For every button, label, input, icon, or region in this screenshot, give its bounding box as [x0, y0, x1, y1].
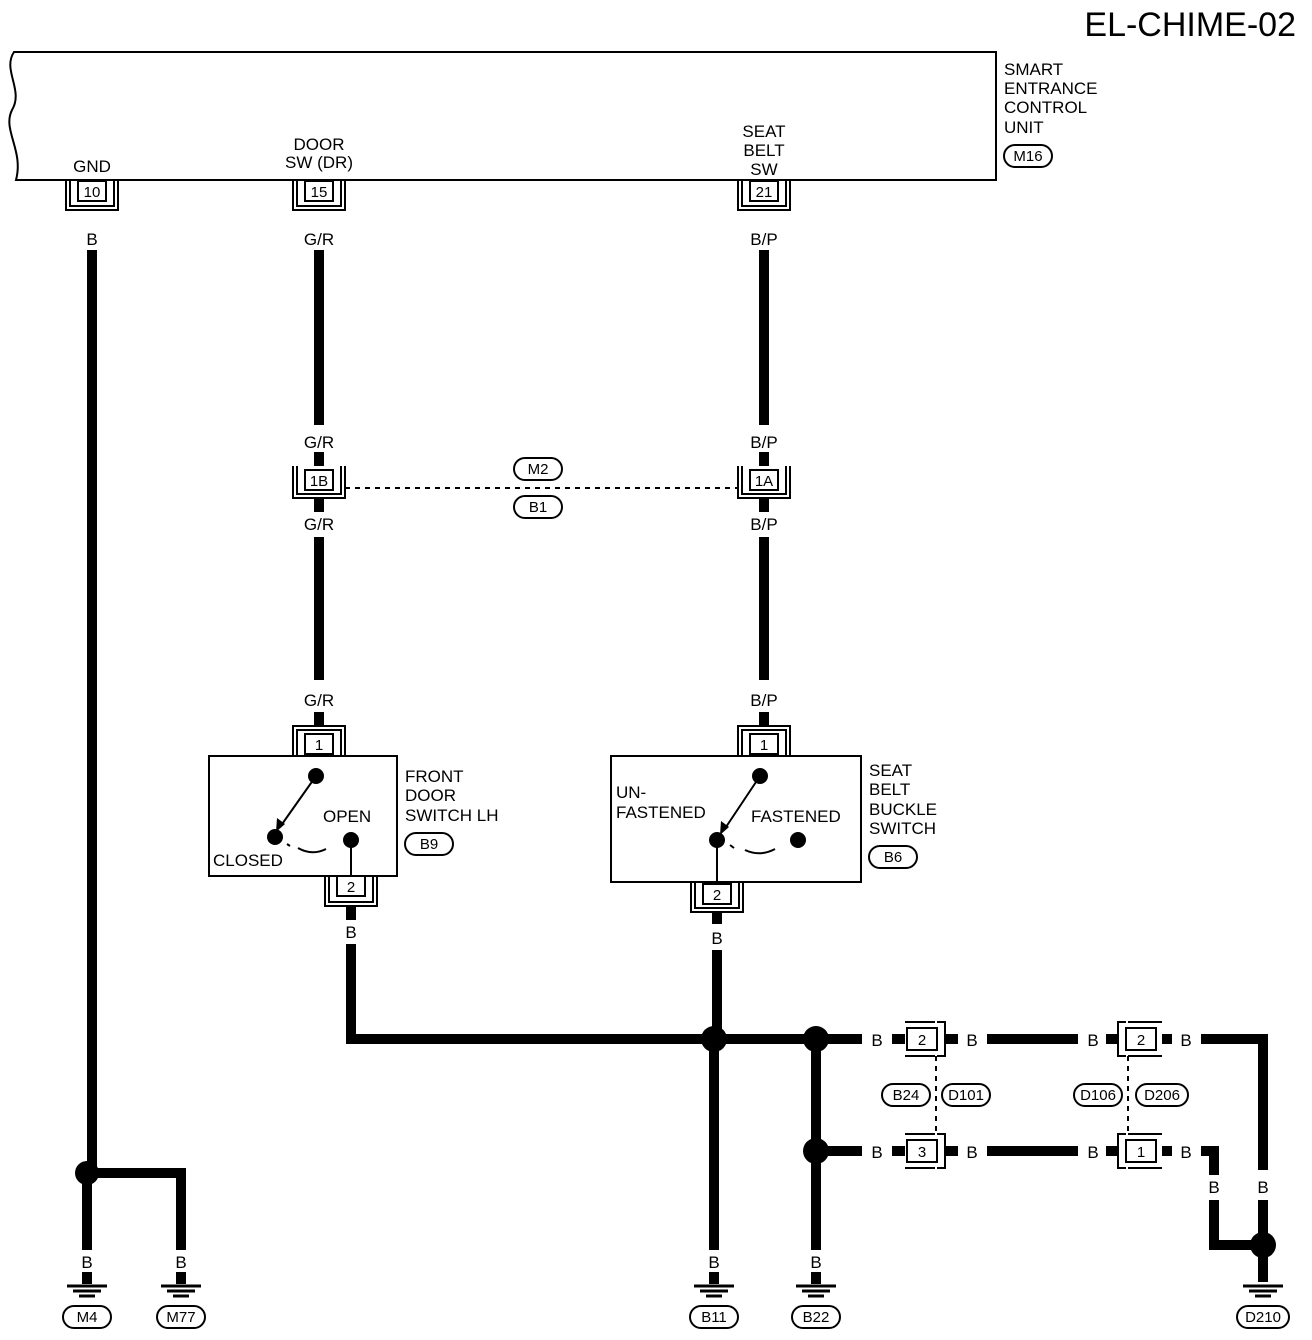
- inline-code-d206: D206: [1144, 1087, 1180, 1104]
- wire-upper-right: [1201, 1034, 1268, 1170]
- inline-connector-lower-right: 1: [1117, 1133, 1162, 1169]
- ground-d210: D210: [1236, 1284, 1290, 1329]
- ground-code-m4: M4: [77, 1309, 98, 1326]
- wire-color-lower-5: B: [1208, 1178, 1219, 1197]
- seat-switch-name-4: SWITCH: [869, 819, 936, 838]
- wire-color-lower-1: B: [871, 1143, 882, 1162]
- door-switch-name-3: SWITCH LH: [405, 806, 499, 825]
- seat-switch-state-un: UN-: [616, 783, 646, 802]
- wire-color-b22: B: [810, 1253, 821, 1272]
- ground-m4: M4: [62, 1272, 112, 1329]
- unit-name-line-1: SMART: [1004, 60, 1063, 79]
- seat-switch-connector: B6: [884, 849, 902, 866]
- ground-code-b11: B11: [701, 1309, 727, 1326]
- ground-code-m77: M77: [166, 1309, 195, 1326]
- wire-color-lower-3: B: [1087, 1143, 1098, 1162]
- inline-code-d106: D106: [1080, 1087, 1116, 1104]
- pin-10: 10: [84, 184, 101, 201]
- inline-connector-lower-left: 3: [905, 1133, 946, 1169]
- pin-1b: 1B: [310, 473, 328, 490]
- inline-code-d101: D101: [948, 1087, 984, 1104]
- wire-color-upper-1: B: [871, 1031, 882, 1050]
- seat-switch-pin-2: 2: [713, 887, 721, 904]
- wire-color-upper-3: B: [1087, 1031, 1098, 1050]
- door-switch-name-1: FRONT: [405, 767, 464, 786]
- inline-code-b24: B24: [893, 1087, 920, 1104]
- terminal-21: 21: [737, 180, 791, 211]
- terminal-seat-label-3: SW: [750, 160, 777, 179]
- wire-color-door-3: G/R: [304, 515, 334, 534]
- inline-pin-upper-right: 2: [1137, 1032, 1145, 1049]
- wire-lower-down: [1209, 1200, 1263, 1250]
- door-switch-state-closed: CLOSED: [213, 851, 283, 870]
- wire-color-upper-5: B: [1257, 1178, 1268, 1197]
- terminal-seat-label-2: BELT: [743, 141, 784, 160]
- terminal-door-label-2: SW (DR): [285, 153, 353, 172]
- seat-switch-state-unfastened: FASTENED: [616, 803, 706, 822]
- wire-color-seat-out: B: [711, 929, 722, 948]
- unit-connector-code: M16: [1013, 148, 1042, 165]
- inline-pin-upper-left: 2: [918, 1032, 926, 1049]
- wire-door-out: [346, 944, 714, 1044]
- wire-color-m4: B: [81, 1253, 92, 1272]
- control-unit: SMART ENTRANCE CONTROL UNIT M16: [8, 51, 1098, 181]
- terminal-gnd-label: GND: [73, 157, 111, 176]
- wire-color-door-2: G/R: [304, 433, 334, 452]
- unit-name-line-2: ENTRANCE: [1004, 79, 1098, 98]
- joint-connector-1b: 1B: [292, 466, 346, 499]
- front-door-switch: 1 CLOSED OPEN FRONT DOOR SWITCH LH B9 2: [208, 725, 499, 907]
- pin-15: 15: [311, 184, 328, 201]
- wire-color-upper-2: B: [966, 1031, 977, 1050]
- wire-color-door-1: G/R: [304, 230, 334, 249]
- pin-21: 21: [756, 184, 773, 201]
- door-switch-pin-1: 1: [315, 737, 323, 754]
- terminal-seat-label-1: SEAT: [742, 122, 785, 141]
- ground-b11: B11: [689, 1272, 739, 1329]
- seat-switch-name-2: BELT: [869, 780, 910, 799]
- wire-color-seat-2: B/P: [750, 433, 777, 452]
- terminal-10: 10: [65, 180, 119, 211]
- wire-color-gnd-top: B: [86, 230, 97, 249]
- door-switch-connector: B9: [420, 836, 438, 853]
- wire-color-seat-3: B/P: [750, 515, 777, 534]
- wire-gnd-to-m77: [92, 1168, 186, 1250]
- joint-code-lower: B1: [529, 499, 547, 516]
- inline-connector-upper-right: 2: [1117, 1021, 1162, 1057]
- ground-m77: M77: [156, 1272, 206, 1329]
- wire-color-lower-4: B: [1180, 1143, 1191, 1162]
- wire-color-b11: B: [708, 1253, 719, 1272]
- seat-switch-pin-1: 1: [760, 737, 768, 754]
- ground-b22: B22: [791, 1272, 841, 1329]
- wire-color-door-out: B: [345, 923, 356, 942]
- wire-color-upper-4: B: [1180, 1031, 1191, 1050]
- joint-connector-1a: 1A: [737, 466, 791, 499]
- seat-belt-buckle-switch: 1 UN- FASTENED FASTENED SEAT BELT BUCKLE…: [610, 725, 937, 913]
- door-switch-pin-2: 2: [347, 879, 355, 896]
- terminal-15: 15: [292, 180, 346, 211]
- wire-color-lower-2: B: [966, 1143, 977, 1162]
- inline-connector-upper-left: 2: [905, 1021, 946, 1057]
- door-switch-state-open: OPEN: [323, 807, 371, 826]
- seat-switch-state-fastened: FASTENED: [751, 807, 841, 826]
- seat-switch-name-3: BUCKLE: [869, 800, 937, 819]
- ground-code-d210: D210: [1245, 1309, 1281, 1326]
- inline-pin-lower-right: 1: [1137, 1144, 1145, 1161]
- joint-code-upper: M2: [528, 461, 549, 478]
- diagram-title: EL-CHIME-02: [1084, 6, 1296, 44]
- wire-color-door-4: G/R: [304, 691, 334, 710]
- unit-name-line-4: UNIT: [1004, 118, 1044, 137]
- unit-name-line-3: CONTROL: [1004, 98, 1087, 117]
- terminal-door-label-1: DOOR: [294, 135, 345, 154]
- seat-switch-name-1: SEAT: [869, 761, 912, 780]
- wire-lower-right: [1201, 1146, 1219, 1175]
- ground-code-b22: B22: [803, 1309, 830, 1326]
- wire-color-seat-1: B/P: [750, 230, 777, 249]
- pin-1a: 1A: [755, 473, 773, 490]
- wire-color-m77: B: [175, 1253, 186, 1272]
- inline-pin-lower-left: 3: [918, 1144, 926, 1161]
- wire-color-seat-4: B/P: [750, 691, 777, 710]
- door-switch-name-2: DOOR: [405, 786, 456, 805]
